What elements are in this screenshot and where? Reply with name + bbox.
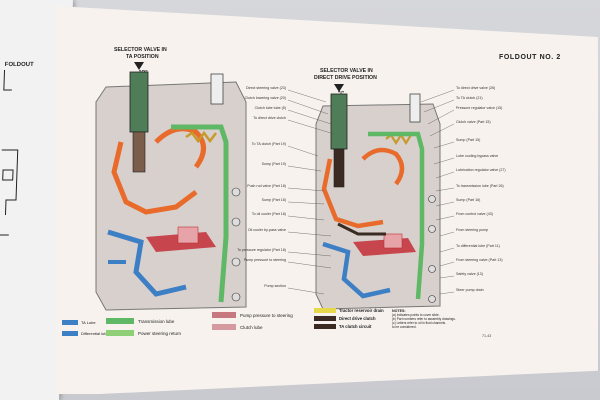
right-selector-valve (330, 93, 348, 150)
center-legend: Transmission lube Power steering return (106, 318, 181, 336)
legend-label-clutch-lube: Clutch lube (240, 324, 263, 330)
right-legend: Tractor reservoir drain Direct drive clu… (314, 308, 384, 329)
previous-page: FOLDOUT (0, 0, 73, 400)
callout-right-3: Clutch valve (Part 15) (456, 120, 491, 124)
legend-swatch-clutch-lube (212, 324, 236, 330)
right-blue-circuit (322, 241, 391, 299)
callout-left-10: To pressure regulator (Part 18) (237, 248, 286, 252)
legend-swatch-differential-lube (62, 331, 78, 336)
legend-label-ta-clutch: TA clutch circuit (339, 324, 372, 329)
right-dark-circuit (337, 222, 386, 236)
callout-right-13: Safety valve (13) (456, 272, 483, 276)
legend-swatch-power-steering-return (106, 330, 134, 336)
notes-label: NOTES: (392, 309, 406, 313)
notes-line-4: to be considered. (392, 325, 417, 329)
callout-right-6: Lubrication regulator valve (27) (456, 168, 506, 172)
callout-right-12: From steering valve (Part 13) (456, 258, 503, 262)
legend-swatch-reservoir-drain (314, 308, 336, 313)
legend-label-differential-lube: Differential lube (81, 331, 109, 336)
legend-swatch-direct-drive-clutch (314, 316, 336, 321)
right-orange-circuit (321, 158, 384, 229)
callout-left-12: Pump section (264, 284, 286, 288)
legend-swatch-pump-pressure (212, 312, 236, 318)
legend-label-transmission-lube: Transmission lube (138, 318, 175, 324)
notes-block: NOTES: (a) Indicates points to cover sli… (392, 309, 456, 329)
legend-label-ta-lube: TA Lube (81, 320, 96, 325)
legend-label-direct-drive-clutch: Direct drive clutch (339, 316, 376, 321)
callout-left-3: To direct drive clutch (253, 116, 286, 120)
notes-line-3: (c) Letters refer to oil in fluid channe… (392, 321, 447, 325)
callout-right-1: To TA clutch (21) (456, 96, 483, 100)
foldout-title: FOLDOUT NO. 2 (499, 54, 561, 61)
left-spring (185, 130, 217, 144)
callout-left-0: Direct steering valve (23) (246, 86, 286, 90)
callout-left-7: Sump (Part 18) (261, 198, 286, 202)
right-diagram-title-line2: DIRECT DRIVE POSITION (314, 75, 377, 81)
callout-left-9: Oil cooler by-pass valve (247, 228, 286, 232)
right-diagram-title-line1: SELECTOR VALVE IN (320, 68, 373, 74)
callout-left-6: Push rod valve (Part 18) (247, 184, 286, 188)
pressure-legend: Pump pressure to steering Clutch lube (212, 312, 293, 330)
callout-right-7: To transmission lube (Part 26) (456, 184, 504, 188)
legend-label-power-steering-return: Power steering return (138, 330, 182, 336)
left-hydraulic-diagram (95, 62, 247, 311)
right-selector-arrow (334, 84, 344, 92)
callout-left-11: Pump pressure to steering (243, 258, 286, 262)
callout-left-2: Clutch lube tube (5) (254, 106, 286, 110)
legend-label-reservoir-drain: Tractor reservoir drain (339, 308, 384, 313)
left-selector-arrow (134, 62, 144, 70)
callout-right-11: To differential lube (Part 11) (456, 244, 500, 248)
callout-right-4: Sump (Part 15) (456, 138, 481, 142)
foldout-spread: FOLDOUT NO. 2 SELECTOR VALVE IN TA POSIT… (56, 6, 598, 394)
callout-right-9: From control valve (43) (456, 212, 493, 216)
callout-right-10: From steering pump (456, 228, 489, 232)
legend-label-pump-pressure: Pump pressure to steering (240, 312, 293, 318)
callout-left-5: Sump (Part 19) (261, 162, 286, 166)
callout-right-14: Steer pump drain (456, 288, 484, 292)
left-blue-circuit (107, 229, 187, 297)
right-hydraulic-diagram (315, 84, 441, 310)
figure-code: 71-43 (482, 334, 492, 338)
left-diagram-title-line2: TA POSITION (126, 54, 159, 60)
callout-left-8: To oil cooler (Part 18) (251, 212, 286, 216)
legend-swatch-ta-clutch (314, 324, 336, 329)
callout-right-0: To direct drive valve (26) (456, 86, 496, 90)
left-orange-circuit (111, 141, 198, 215)
callout-left-1: Clutch lowering valve (20) (244, 96, 286, 100)
callout-right-8: Sump (Part 16) (456, 198, 481, 202)
legend-swatch-transmission-lube (106, 318, 134, 324)
notes-line-2: (b) Part numbers refer to assembly drawi… (392, 317, 456, 321)
left-legend: TA Lube Differential lube (62, 320, 109, 336)
right-green-line (368, 131, 425, 300)
left-selector-valve (129, 71, 149, 133)
callout-right-2: Pressure regulator valve (15) (456, 106, 503, 110)
notes-line-1: (a) Indicates points to cover slide. (392, 313, 440, 317)
left-page-fragment (0, 70, 19, 236)
left-green-line (171, 124, 229, 303)
left-diagram-title-line1: SELECTOR VALVE IN (114, 47, 167, 53)
callout-left-4: To TA clutch (Part 19) (251, 142, 286, 146)
callout-right-5: Lube cooling bypass valve (456, 154, 499, 158)
legend-swatch-ta-lube (62, 320, 78, 325)
